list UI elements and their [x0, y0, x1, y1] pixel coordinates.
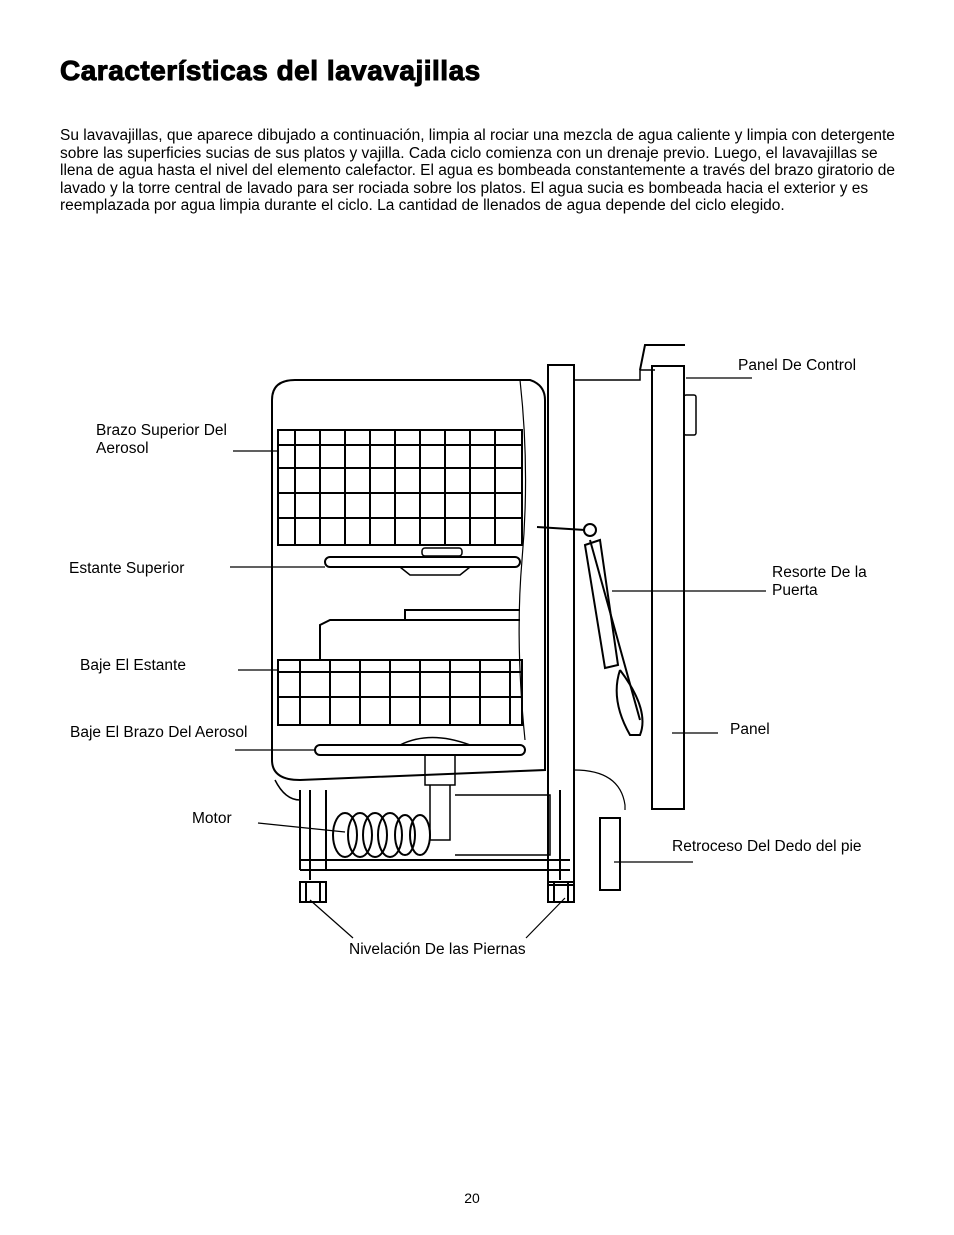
- leveling-foot-left: [299, 881, 327, 903]
- door-spring-drawing: [536, 523, 644, 736]
- upper-spray-arm: [324, 547, 521, 576]
- sump: [424, 754, 551, 856]
- leader-motor: [257, 822, 346, 833]
- label-lower-spray-arm: Baje El Brazo Del Aerosol: [70, 724, 248, 741]
- lower-rack-basket: [277, 609, 523, 726]
- front-frame-post: [547, 364, 575, 886]
- control-panel-top: [639, 344, 685, 371]
- label-upper-spray-arm: Brazo Superior Del Aerosol: [96, 422, 227, 457]
- label-toe-kick: Retroceso Del Dedo del pie: [672, 838, 862, 855]
- leader-legs-right: [525, 897, 566, 939]
- toe-kick: [599, 817, 621, 891]
- label-lower-rack: Baje El Estante: [80, 657, 186, 674]
- upper-rack-basket: [277, 429, 523, 546]
- door-panel: [651, 365, 685, 810]
- label-upper-rack: Estante Superior: [69, 560, 185, 577]
- label-control-panel: Panel De Control: [738, 357, 857, 374]
- label-leveling-legs: Nivelación De las Piernas: [349, 941, 526, 958]
- label-door-spring: Resorte De la Puerta: [772, 564, 867, 599]
- lower-spray-arm: [314, 736, 526, 756]
- label-panel: Panel: [730, 721, 770, 738]
- page-title: Características del lavavajillas: [60, 55, 481, 87]
- base-frame: [299, 790, 570, 880]
- leader-legs-left: [309, 899, 354, 939]
- motor-drawing: [332, 812, 431, 858]
- page-number: 20: [464, 1190, 480, 1206]
- intro-paragraph: Su lavavajillas, que aparece dibujado a …: [60, 127, 895, 214]
- leader-lines: [230, 377, 766, 939]
- tub-outline: [271, 379, 546, 782]
- label-motor: Motor: [192, 810, 232, 827]
